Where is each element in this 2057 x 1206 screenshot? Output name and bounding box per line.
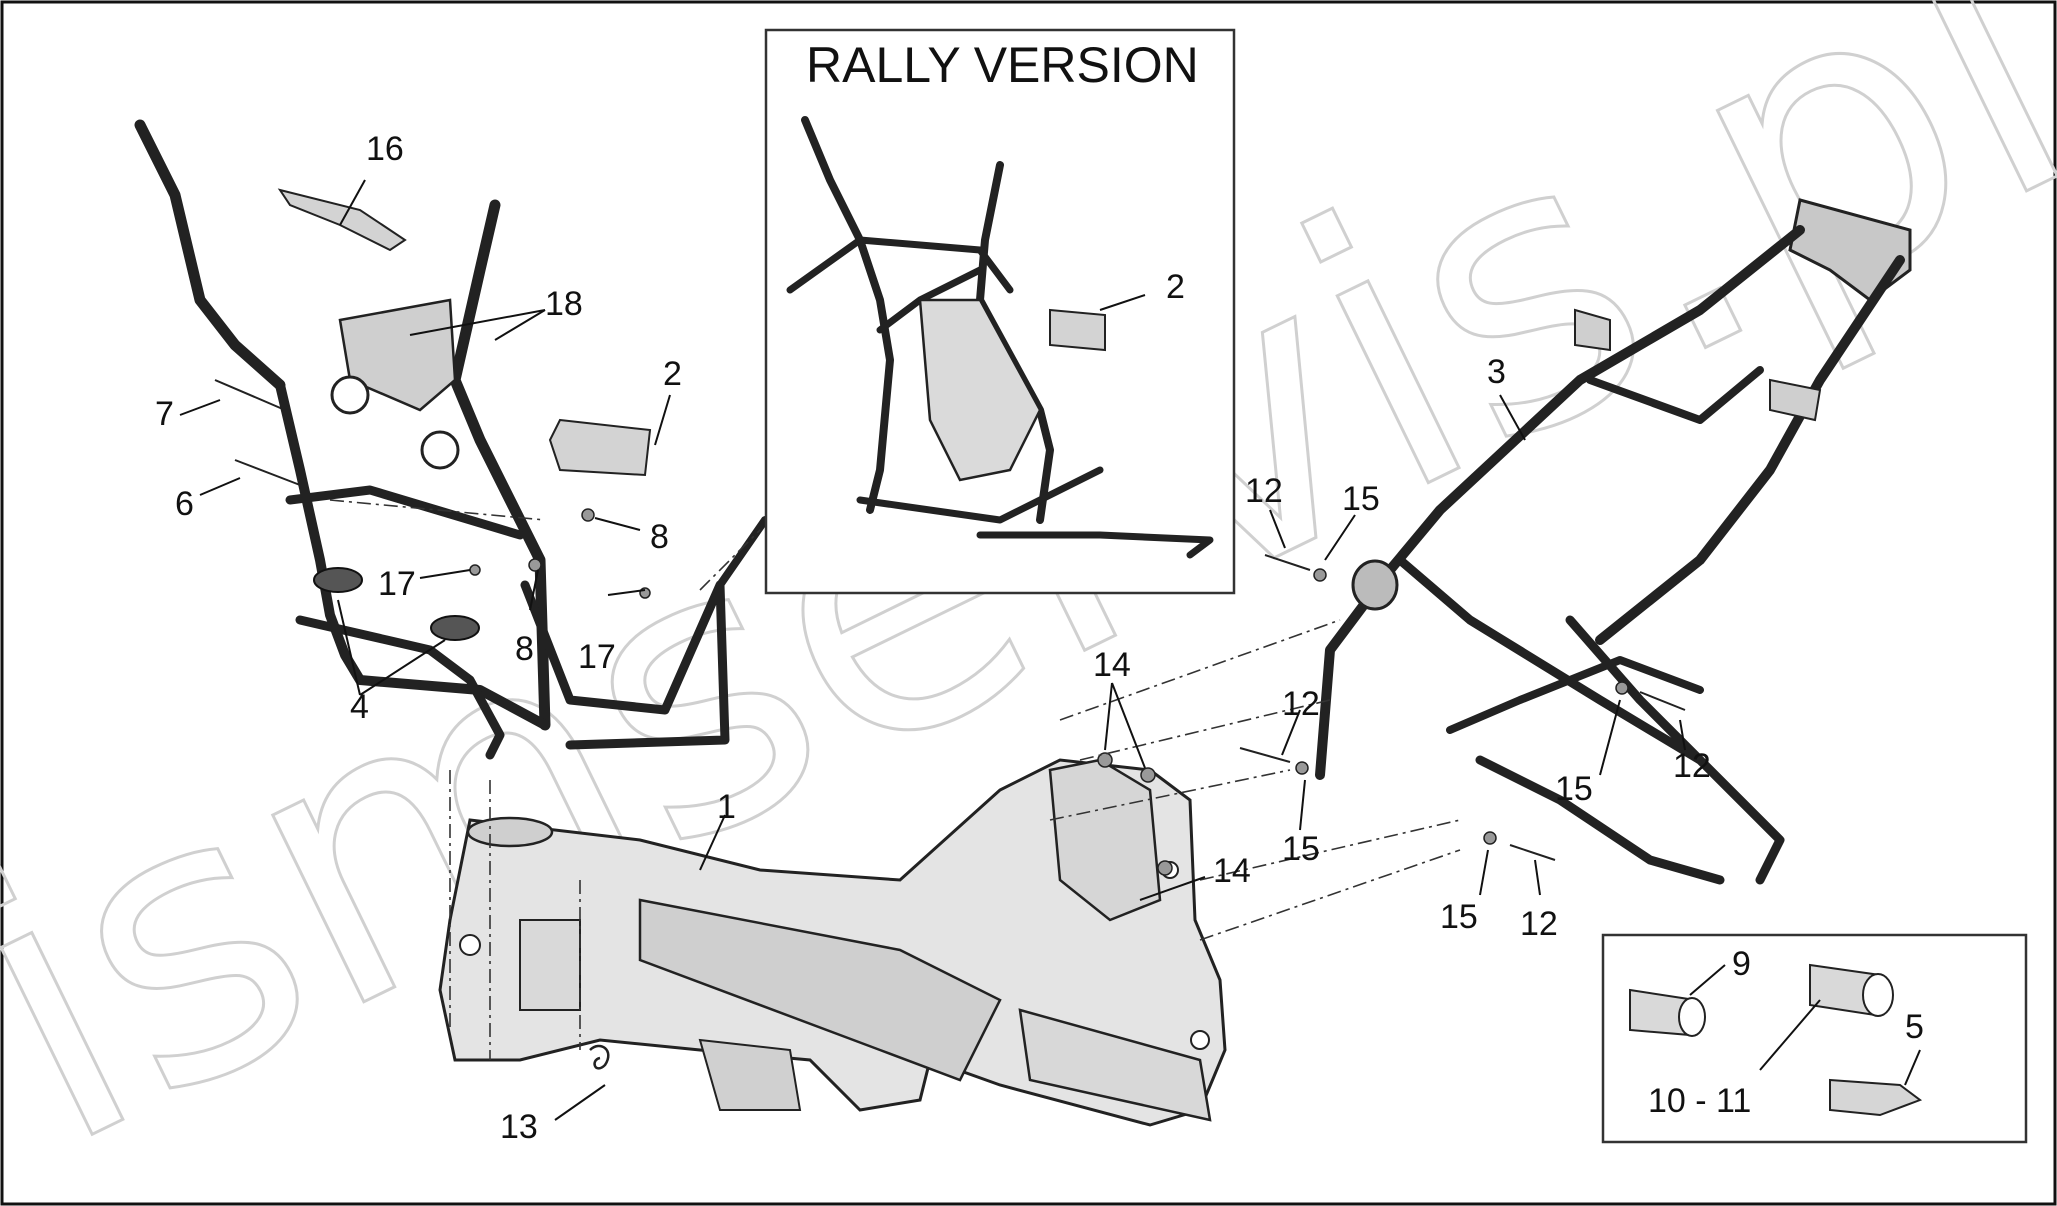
callout-2-rally: 2: [1166, 268, 1185, 306]
callout-4: 4: [350, 688, 369, 726]
callout-12-mid: 12: [1282, 685, 1320, 723]
callout-17-left: 17: [378, 565, 416, 603]
callout-8-lower: 8: [515, 630, 534, 668]
leader-lines: [179, 179, 1921, 1121]
callout-17-right: 17: [578, 638, 616, 676]
callout-16: 16: [366, 130, 404, 168]
callout-18: 18: [545, 285, 583, 323]
callout-labels: 16 18 7 6 2 8 8 17 17 4 1 13 2 3 12 15 1…: [155, 130, 1924, 1146]
callout-15-mid: 15: [1282, 830, 1320, 868]
callout-10-11: 10 - 11: [1648, 1082, 1751, 1120]
callout-15-right: 15: [1555, 770, 1593, 808]
callout-5: 5: [1905, 1008, 1924, 1046]
rally-version-title: RALLY VERSION: [806, 37, 1199, 93]
hardware-inset: [1601, 933, 2028, 1144]
callout-14-mid: 14: [1213, 852, 1251, 890]
main-frame-part-1: [438, 758, 1227, 1127]
callout-1: 1: [717, 788, 736, 826]
assembly-lines: [329, 499, 1461, 1060]
rear-subframe-part-3: [1097, 198, 1912, 885]
callout-9: 9: [1732, 945, 1751, 983]
callout-15-bottom: 15: [1440, 898, 1478, 936]
rally-version-inset: RALLY VERSION: [764, 28, 1236, 595]
callout-14-top: 14: [1093, 646, 1131, 684]
callout-6: 6: [175, 485, 194, 523]
callout-12-bottom: 12: [1520, 905, 1558, 943]
callout-2-main: 2: [663, 355, 682, 393]
callout-3: 3: [1487, 353, 1506, 391]
callout-12-right: 12: [1673, 747, 1711, 785]
callout-13: 13: [500, 1108, 538, 1146]
front-subframe: [134, 119, 769, 1070]
callout-15-top: 15: [1342, 480, 1380, 518]
callout-12-top: 12: [1245, 472, 1283, 510]
rally-inset-box: [764, 28, 1236, 595]
callout-8-upper: 8: [650, 518, 669, 556]
callout-7: 7: [155, 395, 174, 433]
